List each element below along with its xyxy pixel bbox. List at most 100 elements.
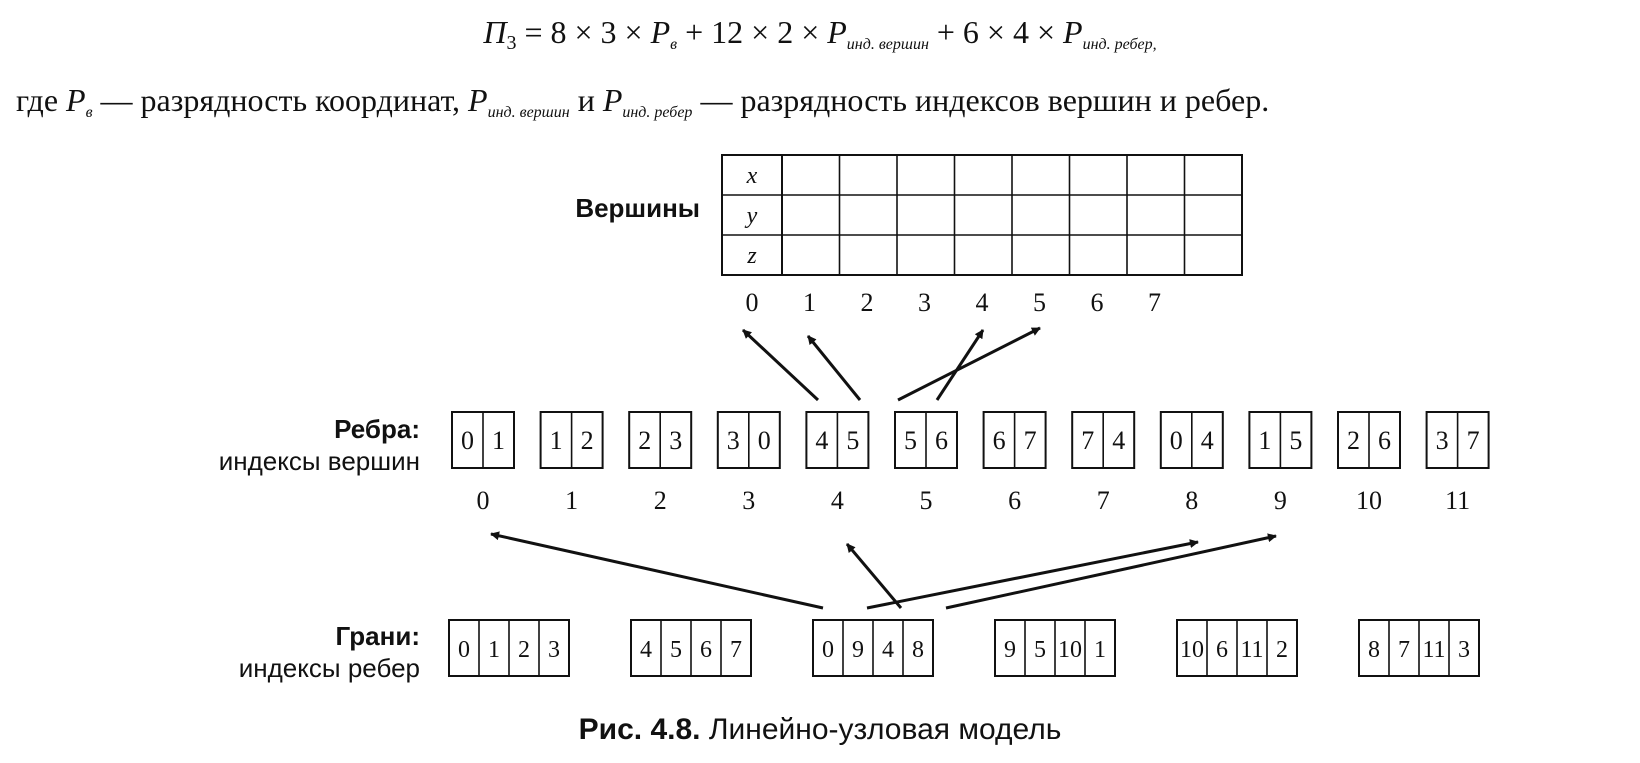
reference-arrow — [490, 531, 824, 610]
vertex-coordinate-label: y — [745, 203, 758, 229]
vertex-index-label: 3 — [918, 288, 931, 317]
vertex-index-label: 6 — [1091, 288, 1104, 317]
face-edge-index: 1 — [488, 637, 500, 663]
face-edge-index: 5 — [1034, 637, 1046, 663]
edge-index-label: 10 — [1356, 486, 1382, 515]
desc-and: и — [569, 82, 603, 118]
vertices-label-text: Вершины — [575, 193, 700, 223]
formula-term-2: + 12 × 2 × — [677, 14, 828, 50]
face-edge-index: 11 — [1240, 637, 1263, 663]
vertex-coordinate-label: z — [746, 243, 757, 269]
edge-vertex-index: 6 — [1378, 426, 1391, 455]
reference-arrow — [845, 543, 903, 609]
desc-prefix: где — [16, 82, 67, 118]
edge-vertex-index: 1 — [1258, 426, 1271, 455]
desc-p: P — [66, 82, 86, 118]
edge-vertex-index: 5 — [904, 426, 917, 455]
face-edge-index: 9 — [852, 637, 864, 663]
face-edge-index: 3 — [548, 637, 560, 663]
edges-label-rest: индексы вершин — [218, 446, 420, 476]
edge-vertex-index: 3 — [669, 426, 682, 455]
edge-vertex-index: 5 — [846, 426, 859, 455]
caption-number: Рис. 4.8. — [578, 713, 701, 746]
vertex-index-label: 4 — [976, 288, 989, 317]
edge-vertex-index: 2 — [581, 426, 594, 455]
edge-index-label: 6 — [1008, 486, 1021, 515]
reference-arrow — [935, 329, 985, 401]
edge-vertex-index: 6 — [935, 426, 948, 455]
formula: П3 = 8 × 3 × Pв + 12 × 2 × Pинд. вершин … — [0, 14, 1640, 55]
edge-index-label: 8 — [1185, 486, 1198, 515]
edge-vertex-index: 4 — [1201, 426, 1214, 455]
edges-label-bold: Ребра — [334, 414, 412, 444]
face-edge-index: 2 — [518, 637, 530, 663]
face-edge-index: 6 — [1216, 637, 1228, 663]
desc-sub-vertices: инд. вершин — [487, 104, 570, 121]
face-edge-index: 5 — [670, 637, 682, 663]
vertex-index-label: 0 — [746, 288, 759, 317]
reference-arrow — [806, 335, 862, 401]
formula-sub-edges: инд. ребер, — [1082, 36, 1157, 53]
face-edge-index: 8 — [912, 637, 924, 663]
formula-term-1: = 8 × 3 × — [516, 14, 651, 50]
formula-sub-v: в — [670, 36, 678, 53]
formula-p: P — [1063, 14, 1083, 50]
faces-label-rest: индексы ребер — [238, 653, 420, 683]
face-edge-index: 10 — [1058, 637, 1082, 663]
edge-vertex-index: 7 — [1081, 426, 1094, 455]
formula-description: где Pв — разрядность координат, Pинд. ве… — [16, 82, 1269, 122]
edge-vertex-index: 7 — [1467, 426, 1480, 455]
formula-term-3: + 6 × 4 × — [928, 14, 1064, 50]
edge-vertex-index: 0 — [758, 426, 771, 455]
face-edge-index: 11 — [1422, 637, 1445, 663]
edge-vertex-index: 3 — [1436, 426, 1449, 455]
face-edge-index: 6 — [700, 637, 712, 663]
desc-sub-v: в — [85, 104, 93, 121]
edge-vertex-index: 0 — [461, 426, 474, 455]
edge-vertex-index: 2 — [1347, 426, 1360, 455]
edge-index-label: 11 — [1445, 486, 1470, 515]
desc-part-2: — разрядность индексов вершин и ребер. — [692, 82, 1270, 118]
reference-arrow — [897, 326, 1041, 402]
edge-index-label: 2 — [654, 486, 667, 515]
face-edge-index: 4 — [640, 637, 652, 663]
formula-lhs-sub: 3 — [506, 32, 517, 54]
faces-label: Грани: индексы ребер — [120, 620, 420, 684]
edge-vertex-index: 4 — [815, 426, 828, 455]
edge-vertex-index: 3 — [727, 426, 740, 455]
edge-vertex-index: 0 — [1170, 426, 1183, 455]
desc-p: P — [602, 82, 623, 118]
edge-vertex-index: 6 — [993, 426, 1006, 455]
desc-sub-edges: инд. ребер — [622, 104, 693, 121]
vertex-table-border — [721, 154, 1243, 276]
face-edge-index: 7 — [1398, 637, 1410, 663]
formula-p: P — [650, 14, 671, 50]
face-edge-index: 9 — [1004, 637, 1016, 663]
reference-arrow — [945, 533, 1277, 610]
face-edge-index: 0 — [822, 637, 834, 663]
face-edge-index: 3 — [1458, 637, 1470, 663]
edge-index-label: 3 — [742, 486, 755, 515]
face-edge-index: 2 — [1276, 637, 1288, 663]
edge-vertex-index: 2 — [638, 426, 651, 455]
edge-vertex-index: 1 — [550, 426, 563, 455]
edge-index-label: 0 — [477, 486, 490, 515]
caption-text: Линейно-узловая модель — [700, 713, 1062, 746]
face-edge-index: 7 — [730, 637, 742, 663]
edges-label: Ребра: индексы вершин — [120, 413, 420, 477]
edge-vertex-index: 5 — [1289, 426, 1302, 455]
edge-index-label: 5 — [920, 486, 933, 515]
